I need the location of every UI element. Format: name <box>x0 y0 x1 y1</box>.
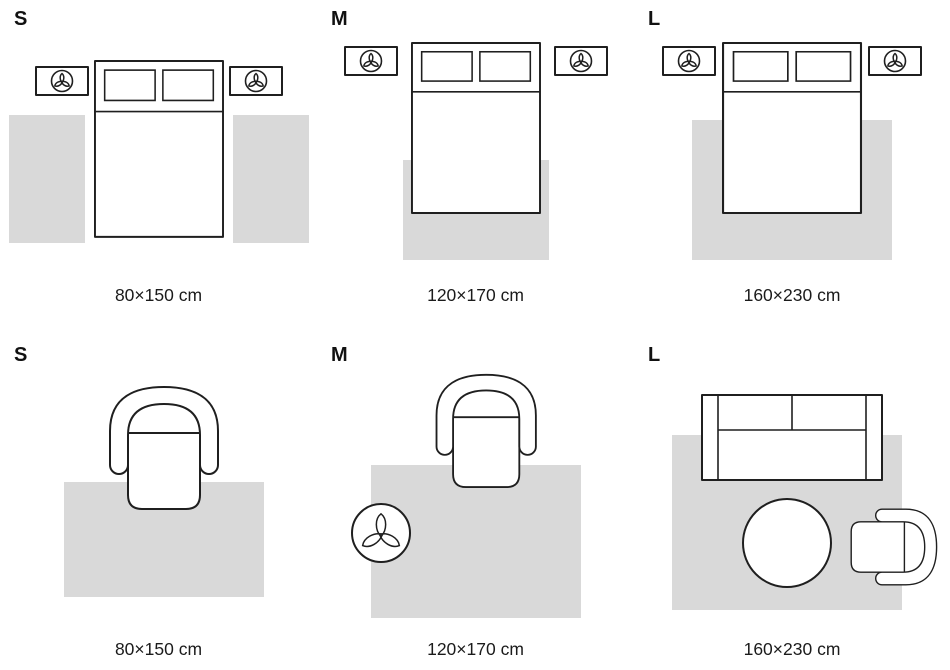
bedroom-s-diagram <box>8 60 309 243</box>
nightstand-right <box>555 47 607 75</box>
sofa <box>701 394 883 481</box>
bed <box>721 42 863 215</box>
dimensions-caption: 120×170 cm <box>427 285 524 305</box>
panel-living-l: L 160×230 cm <box>634 322 950 670</box>
panel-bedroom-l: L 160×230 cm <box>634 0 950 322</box>
size-label: L <box>648 344 661 366</box>
runner-rug-right <box>232 115 309 243</box>
size-label: S <box>14 8 28 30</box>
living-m-diagram <box>350 373 581 618</box>
nightstand-left <box>345 47 397 75</box>
plant-icon <box>350 503 411 563</box>
size-label: L <box>648 8 661 30</box>
dimensions-caption: 120×170 cm <box>427 639 524 659</box>
size-label: M <box>331 8 348 30</box>
living-l-diagram <box>672 394 938 610</box>
nightstand-right <box>869 47 921 75</box>
coffee-table <box>742 498 832 588</box>
size-label: S <box>14 344 28 366</box>
nightstand-left <box>36 67 88 95</box>
runner-rug-left <box>8 115 85 243</box>
panel-bedroom-s: S 80×150 cm <box>0 0 317 322</box>
panel-bedroom-m: M 120×170 cm <box>317 0 634 322</box>
living-s-diagram <box>63 386 264 597</box>
dimensions-caption: 80×150 cm <box>114 639 203 659</box>
dimensions-caption: 160×230 cm <box>743 639 841 659</box>
nightstand-left <box>663 47 715 75</box>
panel-living-s: S 80×150 cm <box>0 322 317 670</box>
dimensions-caption: 160×230 cm <box>743 285 841 305</box>
bedroom-m-diagram <box>326 42 626 260</box>
bedroom-l-diagram <box>642 42 942 260</box>
size-label: M <box>331 344 348 366</box>
nightstand-right <box>230 67 282 95</box>
bed <box>93 60 224 238</box>
bed <box>410 42 541 214</box>
dimensions-caption: 80×150 cm <box>114 285 203 305</box>
panel-living-m: M 120×170 cm <box>317 322 634 670</box>
